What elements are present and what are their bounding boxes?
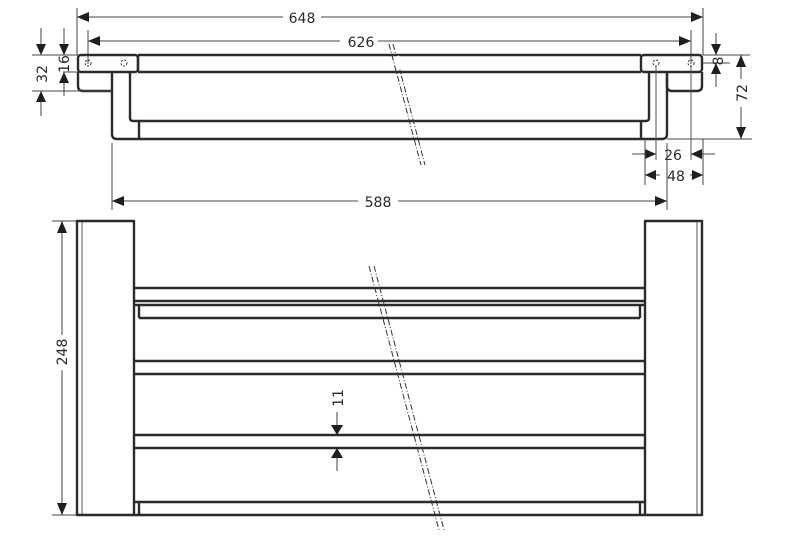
dimension-26: 26: [632, 148, 715, 164]
dim-label-32: 32: [35, 65, 51, 83]
dim-label-588: 588: [365, 195, 392, 211]
dim-label-16: 16: [57, 55, 73, 73]
dim-label-26: 26: [664, 148, 682, 164]
top-view: 648 626: [32, 8, 752, 211]
dimension-648: 648: [77, 8, 703, 27]
dimension-8: 8: [703, 33, 750, 87]
dim-label-72: 72: [735, 84, 751, 102]
dimension-48: 48: [644, 139, 704, 185]
dim-label-248: 248: [55, 339, 71, 366]
dimension-248: 248: [52, 220, 77, 516]
dim-label-48: 48: [667, 169, 685, 185]
dimension-588: 588: [111, 143, 668, 211]
dimension-11: 11: [331, 389, 347, 471]
dim-label-648: 648: [289, 11, 316, 27]
dim-label-626: 626: [348, 35, 375, 51]
dimension-16: 16: [57, 28, 78, 96]
front-view: 248 11: [52, 219, 704, 531]
dimension-72: 72: [667, 55, 752, 140]
dimension-626: 626: [88, 32, 691, 51]
dim-label-11: 11: [331, 389, 347, 407]
dimension-32: 32: [32, 28, 112, 116]
dim-label-8: 8: [711, 57, 727, 66]
